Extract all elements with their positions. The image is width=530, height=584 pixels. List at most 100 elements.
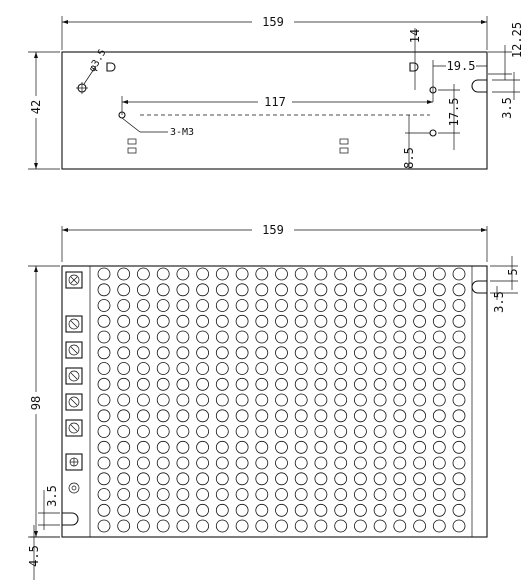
vent-hole [215,314,229,328]
vent-hole [452,425,466,438]
vent-hole [373,456,387,470]
vent-hole [255,330,269,344]
vent-hole [235,456,249,470]
vent-hole [452,314,466,328]
vent-hole [314,346,328,360]
vent-hole [176,267,190,281]
vent-hole [136,362,150,375]
vent-hole [294,299,308,312]
vent-hole [432,488,446,501]
vent-hole [432,425,446,438]
vent-hole [373,346,387,360]
vent-hole [275,503,288,517]
vent-hole [235,377,249,391]
terminal-block [65,271,83,494]
vent-hole [452,440,466,454]
vent-hole [373,330,387,344]
vent-hole [117,488,131,501]
vent-hole [334,362,348,375]
vent-hole [373,488,387,501]
vent-hole [393,314,407,328]
vent-hole [393,346,407,360]
hole-vertical-dimension: 17.5 [447,98,461,127]
vent-hole [353,488,367,501]
vent-hole [353,519,367,533]
vent-hole [334,330,348,344]
vent-hole [373,267,387,281]
vent-hole [393,425,407,438]
indicator-led [65,453,83,471]
vent-hole [314,488,328,501]
vent-hole [353,283,367,297]
vent-hole [215,488,229,501]
vent-hole [353,346,367,360]
d-slot-left [106,62,116,72]
vent-hole [452,362,466,375]
vent-hole [334,440,348,454]
vent-hole [294,283,308,297]
vent-hole [393,440,407,454]
vent-hole [452,299,466,312]
vent-hole [314,425,328,438]
vent-hole [413,456,427,470]
vent-hole [393,330,407,344]
vent-hole [176,472,190,486]
screw-hole-right-bottom [429,129,437,137]
vent-hole [97,409,111,423]
vent-hole [353,314,367,328]
screw-spec-label: 3-M3 [170,127,194,138]
vent-hole [373,362,387,375]
vent-hole [353,456,367,470]
vent-hole [294,472,308,486]
vent-hole [432,267,446,281]
vent-hole [235,362,249,375]
vent-hole [196,425,210,438]
vent-hole [294,425,308,438]
top-offset-dimension: 14 [408,29,422,43]
vent-hole [432,472,446,486]
vent-hole [353,377,367,391]
vent-hole [294,330,308,344]
vent-hole [353,503,367,517]
vent-hole [255,314,269,328]
vent-hole [294,440,308,454]
vent-hole [294,346,308,360]
vent-hole [353,425,367,438]
vent-hole [235,488,249,501]
vent-hole [413,283,427,297]
vent-hole [334,519,348,533]
vent-hole [156,283,170,297]
vent-hole [334,314,348,328]
vent-hole [215,330,229,344]
vent-hole [196,393,210,407]
vent-hole [156,314,170,328]
vent-hole [97,330,111,344]
vent-hole [136,409,150,423]
vent-hole [294,377,308,391]
vent-hole [393,488,407,501]
vent-hole [215,456,229,470]
slot-dimension: 3.5 [500,97,514,119]
vent-hole [275,440,288,454]
vent-hole [97,299,111,312]
vent-hole [196,330,210,344]
vent-hole [235,425,249,438]
ventilation-hole-grid [97,267,466,533]
vent-hole [97,314,111,328]
vent-hole [136,503,150,517]
vent-hole [353,362,367,375]
bottom-view: 159 98 [27,222,520,580]
vent-hole [353,440,367,454]
top-view: 159 12.25 3.5 42 φ3.5 14 [27,14,524,170]
vent-hole [452,346,466,360]
vent-hole [373,283,387,297]
vent-hole [294,314,308,328]
vent-hole [97,283,111,297]
vent-hole [255,503,269,517]
right-offset-dimension: 12.25 [510,22,524,58]
vent-hole [294,409,308,423]
vent-hole [432,283,446,297]
vent-hole [117,377,131,391]
vent-hole [314,472,328,486]
vent-hole [373,425,387,438]
